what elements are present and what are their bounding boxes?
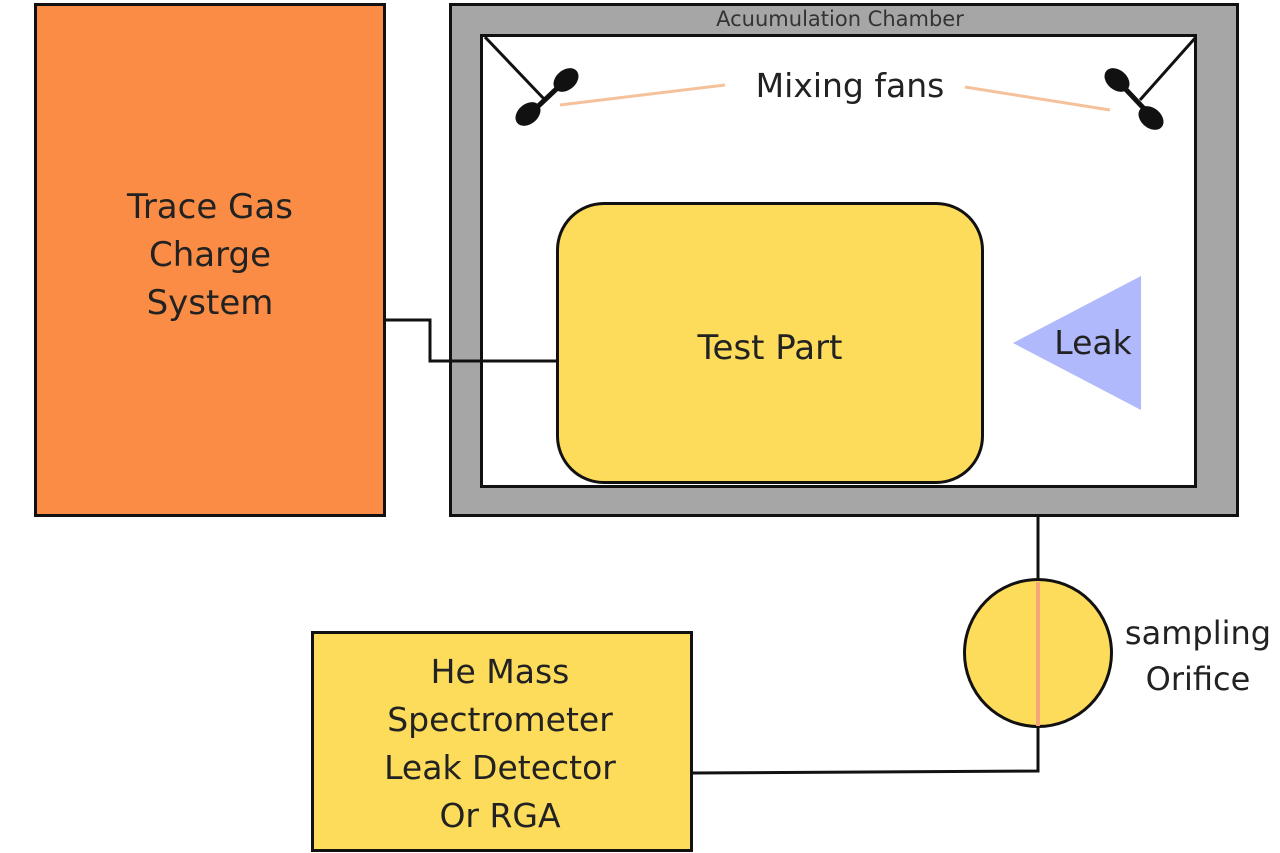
charge-label-line-2: Charge [148,235,271,275]
charge-label-line-1: Trace Gas [127,187,293,227]
accumulation-chamber-title: Acuumulation Chamber [716,7,964,31]
leak-triangle [1013,276,1141,410]
detector-label-line-4: Or RGA [439,796,561,835]
orifice-label-line-2: Orifice [1145,660,1251,698]
test-part-label: Test Part [697,328,843,368]
charge-label-line-3: System [146,283,274,323]
trace-gas-charge-system-label: Trace Gas Charge System [90,183,330,327]
fan-pointer-left [559,83,726,107]
leak-label: Leak [1054,323,1132,362]
fan-pointer-right [964,85,1111,112]
charge-line [386,318,556,363]
trace-gas-charge-system-box [34,3,386,517]
detector-label-line-1: He Mass [430,652,570,691]
leak-detector-label: He Mass Spectrometer Leak Detector Or RG… [330,648,670,840]
sampling-orifice-label: sampling Orifice [1118,610,1278,702]
leak-detector-box [311,631,693,852]
test-part-box [556,202,984,484]
mixing-fans-label: Mixing fans [755,66,945,105]
detector-label-line-3: Leak Detector [384,748,616,787]
orifice-label-line-1: sampling [1124,614,1272,652]
mixing-fan-right-icon [1104,36,1198,130]
mixing-fan-left-icon [483,35,579,126]
detector-label-line-2: Spectrometer [387,700,613,739]
orifice-to-detector-line [692,728,1040,775]
